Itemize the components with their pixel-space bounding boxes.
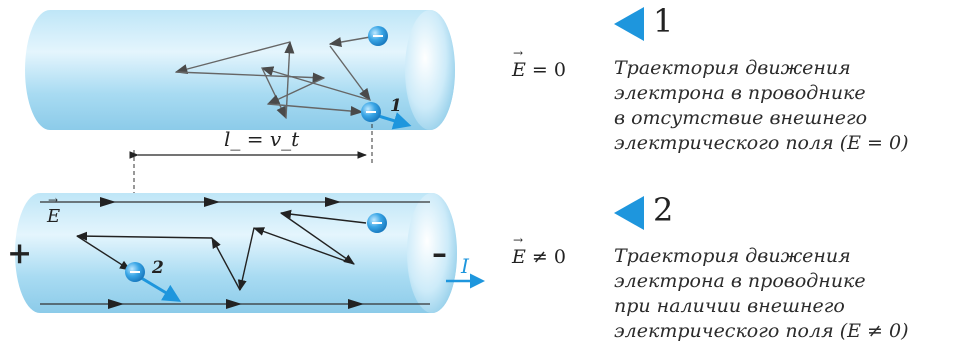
field-lines (40, 197, 430, 309)
electron-1a (368, 26, 388, 46)
electron-label-2: 2 (152, 258, 164, 278)
caption-1-number: 1 (653, 2, 674, 40)
caption-2-text: Траектория движения электрона в проводни… (614, 244, 974, 344)
caption-1-field: E = 0 (512, 46, 566, 81)
plus-sign: + (7, 236, 33, 271)
electron-2a (367, 213, 387, 233)
caption-2-line: Траектория движения (614, 245, 851, 267)
caption-2-field: E ≠ 0 (512, 233, 566, 268)
caption-1-text: Траектория движения электрона в проводни… (614, 56, 974, 156)
electron-2 (125, 262, 145, 282)
caption-1-marker (614, 7, 644, 41)
electron-label-1: 1 (390, 96, 402, 116)
minus-sign: – (432, 236, 447, 271)
caption-1-line: электрического поля (E = 0) (614, 132, 909, 154)
caption-2-line: электрического поля (E ≠ 0) (614, 320, 909, 342)
velocity-arrow-2 (137, 274, 182, 302)
electron-1 (361, 102, 381, 122)
e-field-label: E (47, 193, 60, 227)
caption-2-marker (614, 196, 644, 230)
distance-marker (129, 124, 373, 274)
e-field-vector: E (47, 193, 60, 227)
conductor-2 (15, 193, 457, 313)
caption-2-number: 2 (653, 191, 674, 229)
trajectory-2 (75, 209, 367, 292)
distance-label: l_ = v_t (224, 127, 300, 151)
caption-2-line: при наличии внешнего (614, 295, 845, 317)
trajectory-1 (174, 35, 377, 120)
caption-1-line: электрона в проводнике (614, 82, 866, 104)
caption-1-line: Траектория движения (614, 57, 851, 79)
conductor-1 (25, 10, 455, 130)
caption-2-line: электрона в проводнике (614, 270, 866, 292)
conductor-diagram (15, 10, 485, 313)
caption-1-line: в отсутствие внешнего (614, 107, 868, 129)
current-label: I (461, 254, 469, 278)
